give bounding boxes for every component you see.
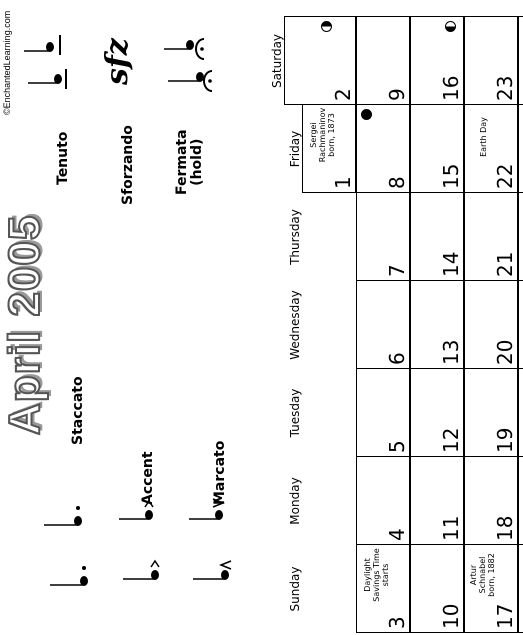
day-number: 6: [385, 352, 409, 365]
calendar-day-12: 12: [410, 368, 464, 457]
weekday-header-sunday: Sunday: [288, 566, 302, 612]
day-number: 7: [385, 264, 409, 277]
legend-staccato-label: Staccato: [70, 376, 86, 445]
calendar-day-19: 19: [464, 368, 518, 457]
day-number: 4: [385, 528, 409, 541]
weekday-header-wednesday: Wednesday: [288, 290, 302, 360]
day-number: 9: [385, 88, 409, 101]
moon-new-icon: [361, 109, 372, 120]
weekday-header-saturday: Saturday: [270, 33, 284, 89]
day-number: 12: [439, 427, 463, 453]
calendar-day-7: 7: [356, 192, 410, 281]
moon-last-quarter-icon: [445, 21, 456, 32]
calendar-day-6: 6: [356, 280, 410, 369]
moon-first-quarter-icon: [321, 21, 332, 32]
calendar-day-13: 13: [410, 280, 464, 369]
day-number: 14: [439, 251, 463, 277]
event-note-apr1: Sergei Rachmaninov born, 1873: [309, 107, 337, 163]
calendar-empty-cell: [302, 456, 356, 545]
event-note-apr3: Daylight Savings Time starts: [363, 548, 391, 602]
day-number: 8: [385, 176, 409, 189]
calendar-empty-cell: [302, 192, 356, 281]
event-note-apr22: Earth Day: [479, 117, 488, 157]
calendar-day-22: 22 Earth Day: [464, 104, 518, 193]
calendar-day-5: 5: [356, 368, 410, 457]
calendar-day-27: 27Sergei Prokofiev born, 1891: [518, 280, 523, 369]
accent-notation-icon: [119, 499, 160, 580]
legend-fermata-label: Fermata (hold): [174, 129, 206, 195]
sforzando-symbol: sfz: [100, 38, 135, 85]
legend-tenuto-label: Tenuto: [55, 131, 71, 185]
legend-fermata-line1: Fermata: [174, 129, 190, 195]
calendar-day-21: 21: [464, 192, 518, 281]
calendar-day-25: 25: [518, 456, 523, 545]
day-number: 23: [493, 75, 517, 101]
calendar-day-1: 1 Sergei Rachmaninov born, 1873: [302, 104, 356, 193]
calendar-day-29: 29: [518, 104, 523, 193]
day-number: 15: [439, 163, 463, 189]
legend-sforzando-label: Sforzando: [120, 125, 136, 205]
calendar-day-3: 3 Daylight Savings Time starts: [356, 544, 410, 633]
calendar-day-14: 14: [410, 192, 464, 281]
day-number: 20: [493, 339, 517, 365]
event-note-apr17: Artur Schnabel born, 1882: [469, 553, 497, 597]
calendar-day-10: 10: [410, 544, 464, 633]
weekday-header-monday: Monday: [288, 477, 302, 525]
copyright-credit: ©EnchantedLearning.com: [2, 10, 12, 115]
day-number: 18: [493, 515, 517, 541]
fermata-notation-icon: [164, 38, 213, 92]
calendar-day-8: 8: [356, 104, 410, 193]
day-number: 10: [439, 603, 463, 629]
calendar-day-24: 24: [518, 544, 523, 633]
calendar-day-20: 20: [464, 280, 518, 369]
calendar-day-4: 4: [356, 456, 410, 545]
calendar-day-2: 2: [284, 16, 356, 105]
staccato-notation-icon: [44, 506, 88, 586]
day-number: 19: [493, 427, 517, 453]
tenuto-notation-icon: [24, 35, 67, 89]
calendar-day-9: 9: [356, 16, 410, 105]
marcato-notation-icon: [189, 498, 232, 580]
calendar-day-30: 30: [518, 16, 523, 105]
day-number: 22: [493, 163, 517, 189]
day-number: 3: [385, 616, 409, 629]
calendar-empty-cell: [302, 368, 356, 457]
day-number: 1: [331, 176, 355, 189]
calendar-day-17: 17 Artur Schnabel born, 1882: [464, 544, 518, 633]
day-number: 2: [331, 88, 355, 101]
day-number: 13: [439, 339, 463, 365]
day-number: 21: [493, 251, 517, 277]
weekday-header-thursday: Thursday: [288, 209, 302, 265]
day-number: 16: [439, 75, 463, 101]
day-number: 5: [385, 440, 409, 453]
day-number: 11: [439, 515, 463, 541]
page-title: April 2005: [0, 214, 50, 436]
weekday-header-friday: Friday: [288, 130, 302, 168]
calendar-day-18: 18: [464, 456, 518, 545]
calendar-day-26: 26: [518, 368, 523, 457]
calendar-day-11: 11: [410, 456, 464, 545]
calendar-empty-cell: [302, 280, 356, 369]
legend-fermata-line2: (hold): [189, 138, 206, 186]
calendar-grid: Sunday Monday Tuesday Wednesday Thursday Frid…: [254, 15, 523, 635]
day-number: 17: [493, 603, 517, 629]
calendar-day-28: 28: [518, 192, 523, 281]
weekday-header-tuesday: Tuesday: [288, 388, 302, 438]
calendar-day-15: 15: [410, 104, 464, 193]
calendar-empty-cell: [302, 544, 356, 633]
calendar-day-23: 23: [464, 16, 518, 105]
calendar-day-16: 16: [410, 16, 464, 105]
